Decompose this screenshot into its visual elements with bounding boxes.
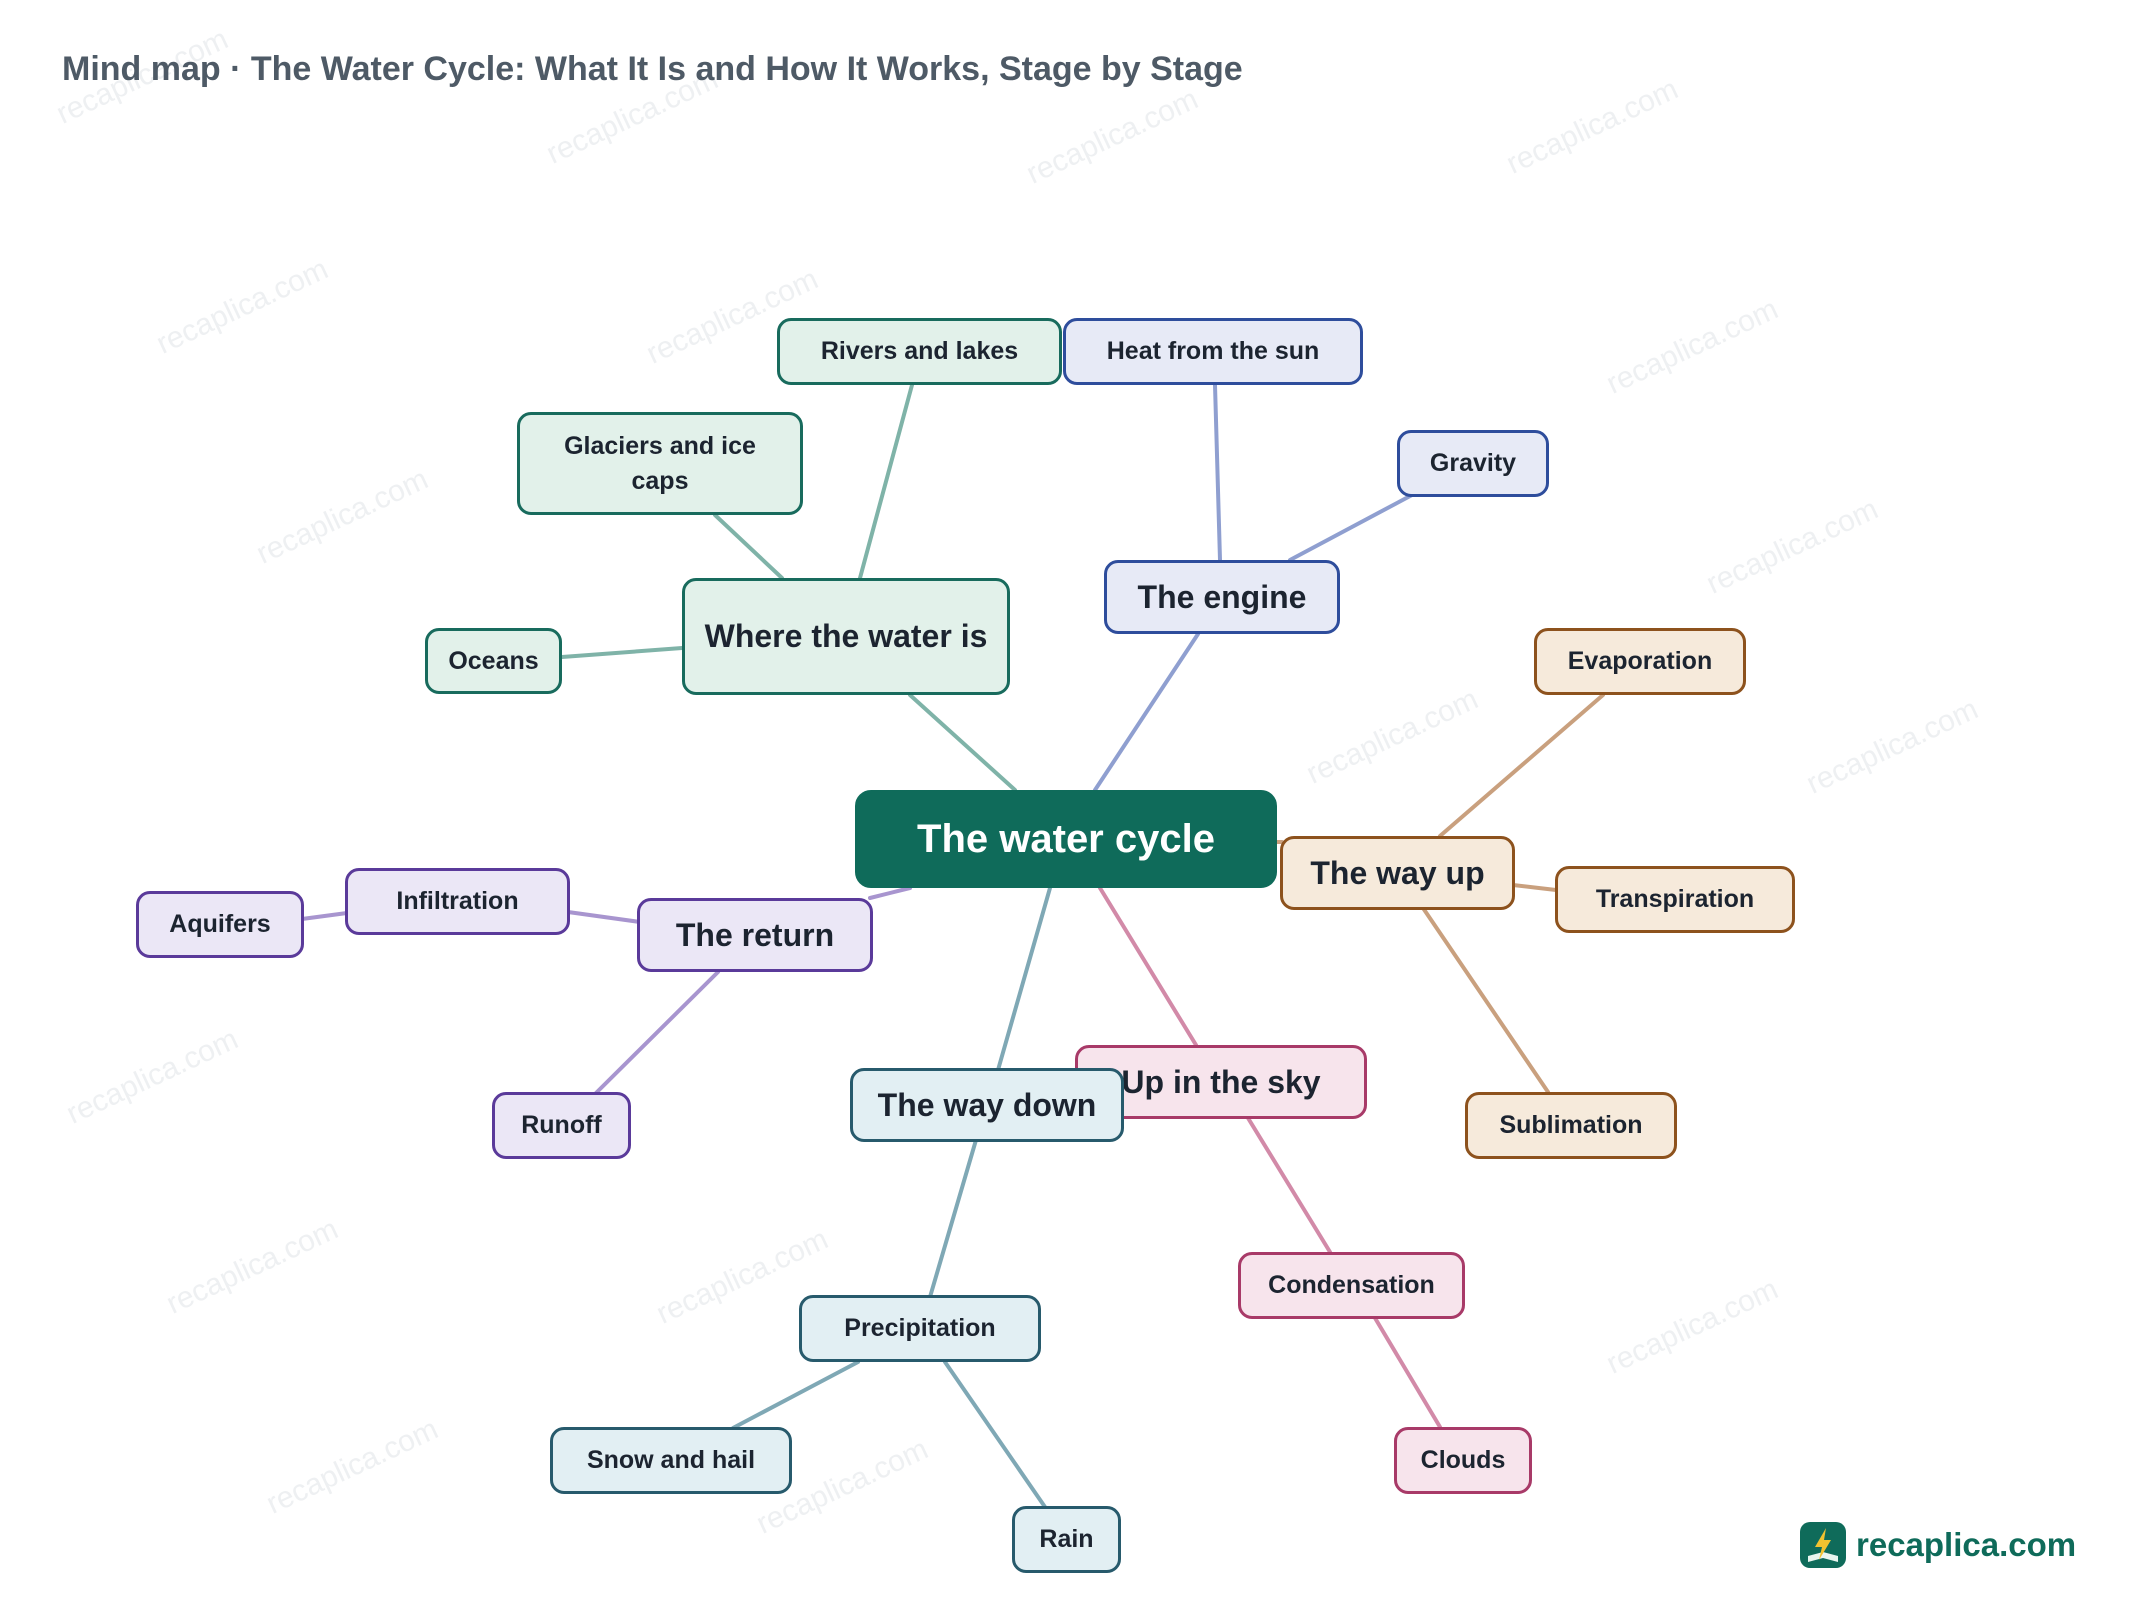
connector-waydown-precipitation	[928, 1138, 978, 1299]
connector-root-the-way-down	[996, 886, 1052, 1072]
brand-logo[interactable]: recaplica.com	[1800, 1522, 2076, 1568]
leaf-precipitation[interactable]: Precipitation	[799, 1295, 1041, 1362]
connector-infiltration-aquifers	[300, 911, 349, 921]
leaf-rain[interactable]: Rain	[1012, 1506, 1121, 1573]
connector-wayup-sublimation	[1421, 906, 1550, 1094]
branch-the-engine[interactable]: The engine	[1104, 560, 1340, 634]
branch-where-the-water-is[interactable]: Where the water is	[682, 578, 1010, 695]
connector-root-the-return	[868, 886, 912, 900]
leaf-transpiration[interactable]: Transpiration	[1555, 866, 1795, 933]
leaf-gravity[interactable]: Gravity	[1397, 430, 1549, 497]
connector-sky-condensation	[1246, 1116, 1332, 1254]
connector-return-runoff	[592, 970, 720, 1097]
leaf-oceans[interactable]: Oceans	[425, 628, 562, 694]
leaf-clouds[interactable]: Clouds	[1394, 1427, 1532, 1494]
branch-up-in-the-sky[interactable]: Up in the sky	[1075, 1045, 1367, 1119]
leaf-infiltration[interactable]: Infiltration	[345, 868, 570, 935]
connector-condensation-clouds	[1373, 1316, 1442, 1429]
brand-name: recaplica.com	[1856, 1526, 2077, 1563]
branch-the-return[interactable]: The return	[637, 898, 873, 972]
connector-engine-gravity	[1288, 493, 1414, 562]
branch-the-way-up[interactable]: The way up	[1280, 836, 1515, 910]
leaf-glaciers-and-ice-caps[interactable]: Glaciers and ice caps	[517, 412, 803, 515]
branch-the-way-down[interactable]: The way down	[850, 1068, 1124, 1142]
connector-where-glaciers	[713, 513, 784, 580]
connector-where-rivers	[858, 383, 914, 580]
leaf-heat-from-the-sun[interactable]: Heat from the sun	[1063, 318, 1363, 385]
connector-return-infiltration	[566, 910, 642, 924]
leaf-evaporation[interactable]: Evaporation	[1534, 628, 1746, 695]
connector-precipitation-snow	[731, 1360, 860, 1430]
leaf-sublimation[interactable]: Sublimation	[1465, 1092, 1677, 1159]
leaf-rivers-and-lakes[interactable]: Rivers and lakes	[777, 318, 1062, 385]
page-title: Mind map · The Water Cycle: What It Is a…	[62, 50, 1243, 88]
root-node[interactable]: The water cycle	[855, 790, 1277, 888]
leaf-runoff[interactable]: Runoff	[492, 1092, 631, 1159]
leaf-aquifers[interactable]: Aquifers	[136, 891, 304, 958]
leaf-snow-and-hail[interactable]: Snow and hail	[550, 1427, 792, 1494]
connector-root-the-engine	[1093, 632, 1200, 792]
lightning-book-icon	[1800, 1522, 1846, 1568]
connector-engine-heat	[1213, 383, 1222, 562]
connector-wayup-transpiration	[1511, 883, 1558, 892]
connector-root-where-the-water-is	[908, 693, 1017, 792]
connector-root-up-in-the-sky	[1098, 886, 1198, 1047]
connector-wayup-evaporation	[1438, 693, 1605, 838]
leaf-condensation[interactable]: Condensation	[1238, 1252, 1465, 1319]
connector-where-oceans	[560, 646, 684, 659]
connector-precipitation-rain	[943, 1360, 1047, 1509]
